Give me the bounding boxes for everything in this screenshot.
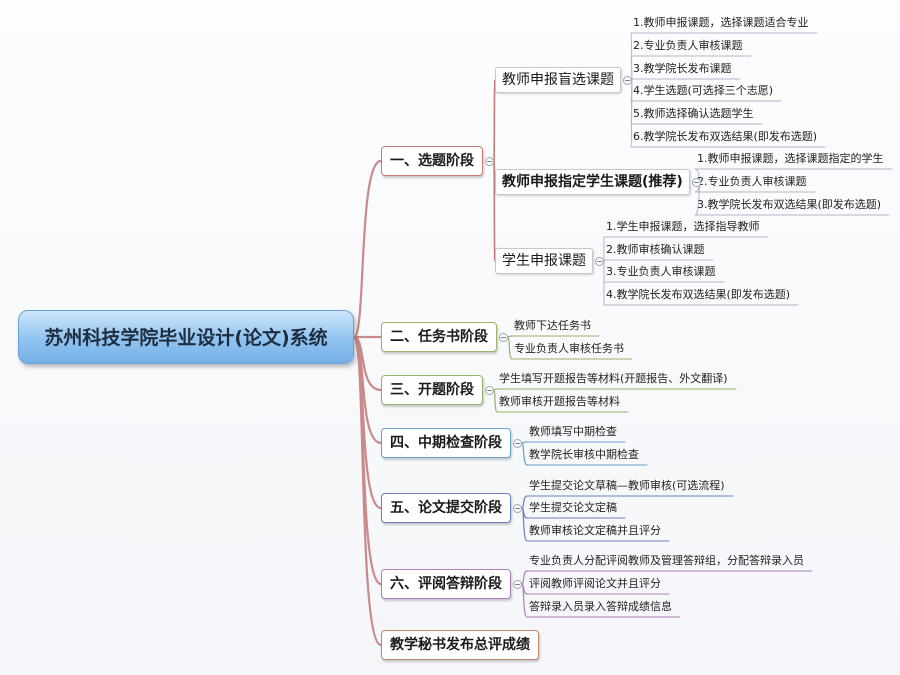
group-teacher-assigned-topic[interactable]: 教师申报指定学生课题(推荐) (495, 169, 690, 195)
stage-review-defense[interactable]: 六、评阅答辩阶段 (381, 569, 511, 599)
leaf-item[interactable]: 教师下达任务书 (514, 319, 591, 332)
collapse-toggle-icon[interactable] (513, 439, 522, 448)
leaf-item[interactable]: 4.教学院长发布双选结果(即发布选题) (606, 288, 791, 301)
leaf-item[interactable]: 4.学生选题(可选择三个志愿) (633, 84, 774, 97)
leaf-item[interactable]: 3.专业负责人审核课题 (606, 265, 716, 278)
root-connector (352, 335, 383, 647)
leaf-item[interactable]: 教学院长审核中期检查 (529, 448, 639, 461)
leaf-connector (521, 583, 528, 618)
leaf-connector (521, 507, 528, 542)
collapse-toggle-icon[interactable] (623, 76, 632, 85)
leaf-item[interactable]: 学生填写开题报告等材料(开题报告、外文翻译) (499, 372, 728, 385)
group-connector (493, 160, 496, 262)
collapse-toggle-icon[interactable] (513, 504, 522, 513)
collapse-toggle-icon[interactable] (513, 580, 522, 589)
leaf-item[interactable]: 教师审核开题报告等材料 (499, 395, 620, 408)
leaf-item[interactable]: 学生提交论文草稿—教师审核(可选流程) (529, 479, 725, 492)
collapse-toggle-icon[interactable] (595, 257, 604, 266)
collapse-toggle-icon[interactable] (499, 333, 508, 342)
stage-topic-selection[interactable]: 一、选题阶段 (381, 146, 483, 176)
leaf-item[interactable]: 2.教师审核确认课题 (606, 243, 705, 256)
root-topic[interactable]: 苏州科技学院毕业设计(论文)系统 (18, 310, 354, 364)
leaf-item[interactable]: 2.专业负责人审核课题 (633, 39, 743, 52)
leaf-item[interactable]: 2.专业负责人审核课题 (697, 175, 807, 188)
group-student-topic[interactable]: 学生申报课题 (495, 248, 593, 274)
root-connector (352, 335, 383, 586)
leaf-item[interactable]: 1.教师申报课题，选择课题指定的学生 (697, 152, 884, 165)
leaf-connector (630, 79, 633, 148)
leaf-item[interactable]: 3.教学院长发布双选结果(即发布选题) (697, 198, 882, 211)
leaf-item[interactable]: 教师填写中期检查 (529, 425, 617, 438)
collapse-toggle-icon[interactable] (485, 157, 494, 166)
leaf-item[interactable]: 专业负责人审核任务书 (514, 342, 624, 355)
collapse-toggle-icon[interactable] (485, 386, 494, 395)
leaf-item[interactable]: 1.教师申报课题，选择课题适合专业 (633, 16, 809, 29)
root-connector (352, 159, 383, 339)
leaf-item[interactable]: 评阅教师评阅论文并且评分 (529, 577, 661, 590)
stage-thesis-submission[interactable]: 五、论文提交阶段 (381, 493, 511, 523)
leaf-item[interactable]: 专业负责人分配评阅教师及管理答辩组，分配答辩录入员 (529, 554, 804, 567)
stage-midterm-check[interactable]: 四、中期检查阶段 (381, 428, 511, 458)
leaf-item[interactable]: 教师审核论文定稿并且评分 (529, 524, 661, 537)
stage-final-grade[interactable]: 教学秘书发布总评成绩 (381, 630, 539, 660)
stage-task-book[interactable]: 二、任务书阶段 (381, 322, 497, 352)
stage-proposal[interactable]: 三、开题阶段 (381, 375, 483, 405)
leaf-item[interactable]: 1.学生申报课题，选择指导教师 (606, 220, 760, 233)
leaf-connector (507, 335, 513, 338)
group-connector (493, 79, 496, 162)
leaf-item[interactable]: 6.教学院长发布双选结果(即发布选题) (633, 130, 818, 143)
leaf-item[interactable]: 5.教师选择确认选题学生 (633, 107, 754, 120)
leaf-connector (521, 442, 528, 466)
leaf-connector (493, 389, 498, 413)
leaf-connector (507, 336, 513, 360)
leaf-connector (521, 441, 528, 444)
collapse-toggle-icon[interactable] (692, 178, 701, 187)
group-teacher-blind-topic[interactable]: 教师申报盲选课题 (495, 67, 621, 93)
leaf-item[interactable]: 答辩录入员录入答辩成绩信息 (529, 600, 672, 613)
leaf-item[interactable]: 学生提交论文定稿 (529, 501, 617, 514)
leaf-item[interactable]: 3.教学院长发布课题 (633, 62, 732, 75)
